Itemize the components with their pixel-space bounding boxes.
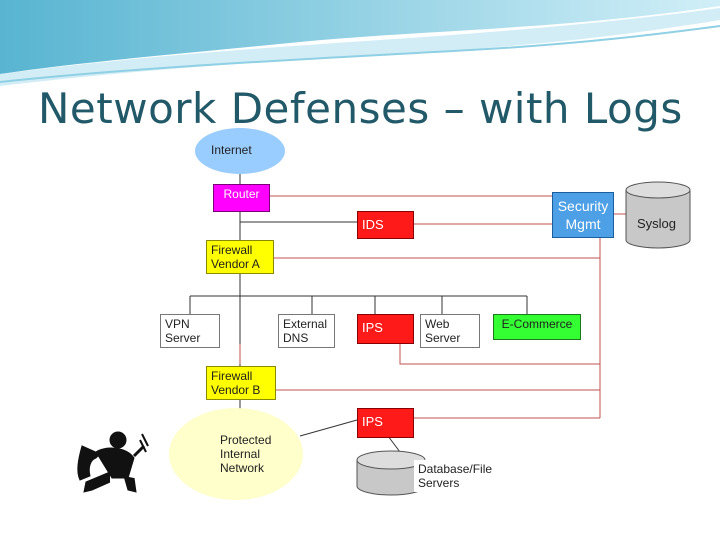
ext-dns-label-line2: DNS: [283, 331, 309, 345]
ids-node: IDS: [357, 211, 414, 239]
slide-title: Network Defenses – with Logs: [38, 84, 683, 133]
firewall-b-label-line1: Firewall: [211, 369, 253, 383]
web-label-line1: Web: [425, 317, 450, 331]
protected-label-line3: Network: [220, 461, 265, 475]
firewall-vendor-b-node: Firewall Vendor B: [206, 366, 276, 400]
burglar-clipart-icon: [77, 431, 149, 493]
ecommerce-label: E-Commerce: [501, 317, 573, 331]
vpn-label-line2: Server: [165, 331, 201, 345]
vpn-server-node: VPN Server: [160, 314, 220, 348]
firewall-a-label-line2: Vendor A: [211, 257, 260, 271]
ips-bottom-node: IPS: [357, 408, 414, 438]
internet-cloud-shape: [195, 128, 285, 174]
protected-label-line1: Protected: [220, 433, 272, 447]
external-dns-node: External DNS: [278, 314, 335, 348]
vpn-label-line1: VPN: [165, 317, 190, 331]
router-node: Router: [213, 184, 270, 212]
security-mgmt-label-line1: Security: [557, 198, 609, 214]
db-label-line2: Servers: [418, 476, 460, 490]
ips-bottom-label: IPS: [362, 414, 383, 429]
web-server-node: Web Server: [420, 314, 480, 348]
firewall-b-label-line2: Vendor B: [211, 383, 261, 397]
ext-dns-label-line1: External: [283, 317, 328, 331]
header-wave-banner: [0, 0, 720, 86]
ips-top-node: IPS: [357, 314, 414, 344]
security-mgmt-node: Security Mgmt: [552, 192, 614, 238]
router-label: Router: [223, 187, 260, 201]
database-servers-label: Database/File Servers: [414, 460, 497, 492]
syslog-cylinder-icon: [625, 181, 691, 249]
web-label-line2: Server: [425, 331, 461, 345]
firewall-a-label-line1: Firewall: [211, 243, 253, 257]
db-label-line1: Database/File: [418, 462, 493, 476]
ids-label: IDS: [362, 217, 384, 232]
syslog-label: Syslog: [637, 216, 677, 231]
security-mgmt-label-line2: Mgmt: [565, 216, 601, 232]
protected-network-label: Protected Internal Network: [220, 433, 271, 475]
ecommerce-node: E-Commerce: [493, 314, 581, 340]
internet-label: Internet: [211, 143, 252, 157]
ips-top-label: IPS: [362, 320, 383, 335]
firewall-vendor-a-node: Firewall Vendor A: [206, 240, 274, 274]
protected-label-line2: Internal: [220, 447, 261, 461]
protected-network-shape: [169, 408, 303, 500]
